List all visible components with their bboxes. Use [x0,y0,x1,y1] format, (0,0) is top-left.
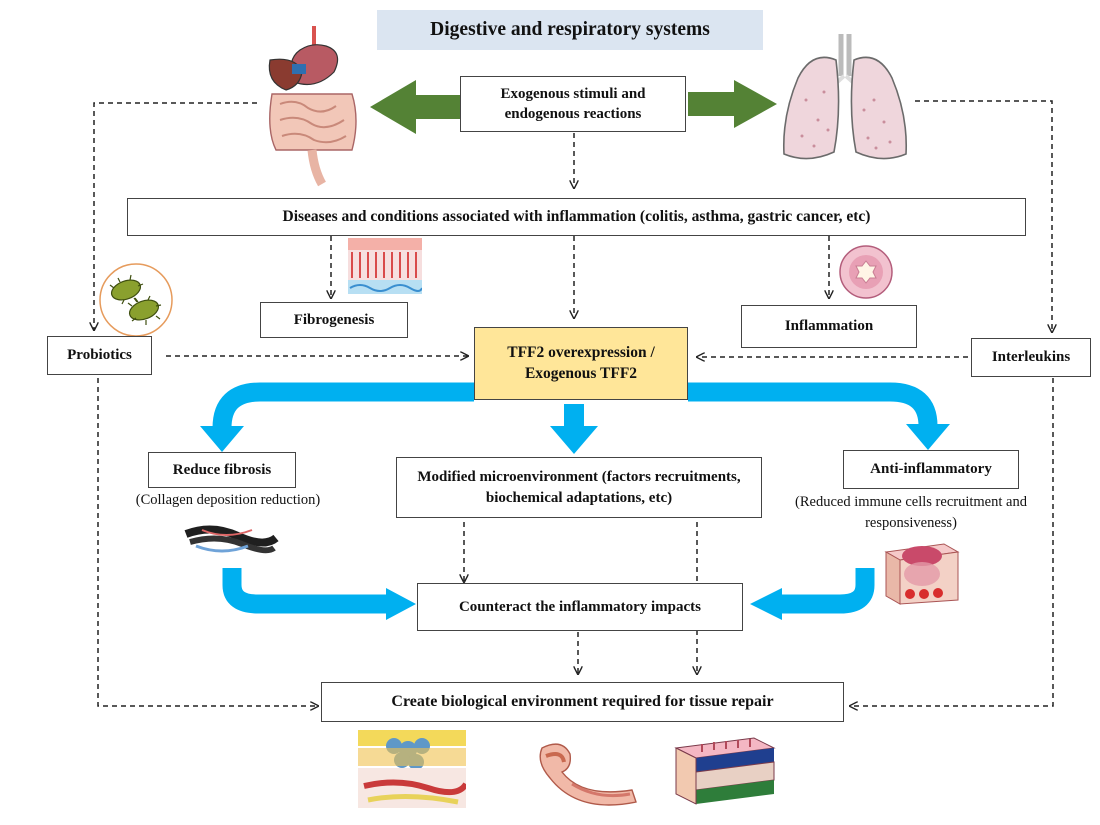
microenvironment-box: Modified microenvironment (factors recru… [396,457,762,518]
probiotic-bacteria-icon [99,263,173,337]
interleukins-box: Interleukins [971,338,1091,377]
green-arrow-left [370,80,460,134]
counteract-box: Counteract the inflammatory impacts [417,583,743,631]
anti-inflammatory-note: (Reduced immune cells recruitment and re… [795,494,1027,532]
collagen-fibers-icon [184,525,279,554]
blue-arrow-inflammatory-to-counteract [780,568,875,614]
connector-gut-to-probiotics [94,102,257,330]
lungs-icon [782,34,908,160]
diagram-title: Digestive and respiratory systems [377,10,763,50]
anti-inflammatory-box: Anti-inflammatory [843,450,1019,489]
connector-probiotics-to-repair [97,378,318,706]
reduce-fibrosis-note: (Collagen deposition reduction) [135,492,321,508]
inflammation-box: Inflammation [741,305,917,348]
fibrogenesis-box: Fibrogenesis [260,302,408,338]
blue-arrowhead-microenvironment [550,404,598,454]
inflamed-skin-icon [884,543,960,605]
reduce-fibrosis-box: Reduce fibrosis [148,452,296,488]
tissue-section-icon [348,238,422,294]
blue-arrow-fibrosis-to-counteract [222,568,388,614]
blue-arrow-to-anti-inflammatory [688,382,938,427]
diseases-box: Diseases and conditions associated with … [127,198,1026,236]
repair-box: Create biological environment required f… [321,682,844,722]
connector-lungs-to-interleukins [915,100,1052,332]
airway-cross-section-icon [839,245,893,299]
stimuli-box: Exogenous stimuli and endogenous reactio… [460,76,686,132]
stomach-intestine-icon [539,743,637,806]
green-arrow-right [688,80,777,128]
tff2-box: TFF2 overexpression / Exogenous TFF2 [474,327,688,400]
layered-tissue-icon [674,737,776,805]
probiotics-box: Probiotics [47,336,152,375]
connector-interleukins-to-repair [850,378,1054,706]
blue-arrowhead-fibrosis [200,426,244,452]
blue-arrowhead-anti-inflammatory [906,424,950,450]
epithelial-repair-icon [358,730,466,808]
blue-arrowhead-right-counteract [750,588,782,620]
blue-arrow-to-reduce-fibrosis [212,382,474,429]
blue-arrowhead-left-counteract [386,588,416,620]
digestive-system-icon [268,26,357,187]
